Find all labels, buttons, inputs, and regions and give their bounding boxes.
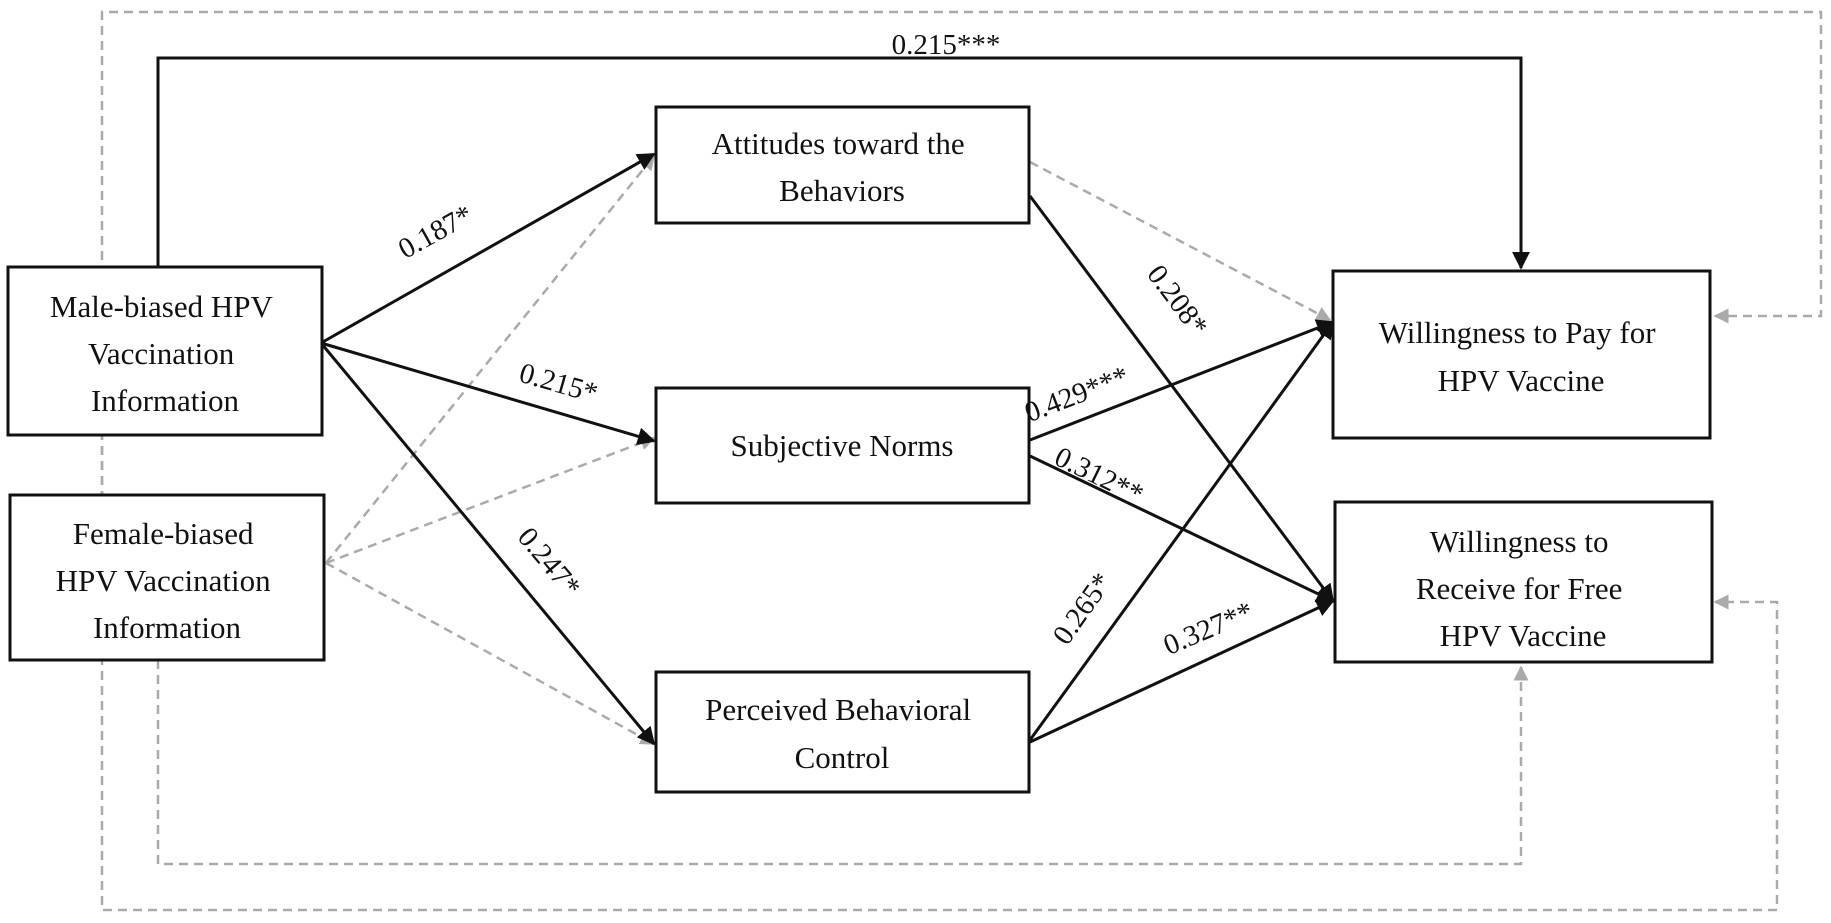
path-male-to-pbc [319, 342, 656, 746]
node-male-biased-information: Male-biased HPV Vaccination Information [6, 265, 324, 437]
svg-text:Female-biased HPV Vaccin: Female-biased HPV Vaccination Informatio… [56, 516, 279, 645]
coef-male-to-wtp: 0.215*** [892, 29, 1001, 61]
svg-text:Willingness to Receive f: Willingness to Receive for Free HPV Vacc… [1416, 524, 1630, 653]
svg-text:Male-biased HPV Vaccinat: Male-biased HPV Vaccination Information [50, 289, 280, 418]
node-label-line: Perceived Behavioral [705, 692, 971, 727]
path-female-to-attitudes [325, 154, 655, 564]
coef-norms-to-wtp: 0.429*** [1020, 360, 1133, 429]
svg-text:Perceived Behavioral Con: Perceived Behavioral Control [705, 692, 979, 775]
svg-text:Willingness to Pay for H: Willingness to Pay for HPV Vaccine [1379, 315, 1664, 398]
node-label-line: Female-biased [73, 516, 254, 551]
path-attitudes-to-wtp [1029, 160, 1332, 322]
path-female-to-pbc [325, 561, 656, 746]
node-label-line: Willingness to [1430, 524, 1609, 559]
coef-male-to-attitudes: 0.187* [393, 199, 478, 266]
path-norms-to-wtp [1029, 319, 1335, 442]
svg-text:Attitudes toward the Beh: Attitudes toward the Behaviors [712, 126, 973, 208]
node-label-line: Male-biased HPV [50, 289, 274, 324]
svg-text:Subjective Norms: Subjective Norms [731, 428, 954, 463]
node-label-line: Information [93, 610, 242, 645]
path-attitudes-to-wtr [1028, 195, 1335, 603]
node-subjective-norms: Subjective Norms [654, 386, 1031, 505]
node-female-biased-information: Female-biased HPV Vaccination Informatio… [8, 493, 326, 662]
node-label-line: HPV Vaccine [1438, 363, 1605, 398]
coef-pbc-to-wtr: 0.327** [1159, 596, 1258, 662]
path-male-to-attitudes [320, 152, 656, 345]
node-attitudes: Attitudes toward the Behaviors [654, 105, 1031, 225]
path-female-to-wtp [100, 10, 1823, 650]
path-pbc-to-wtp [1028, 320, 1335, 741]
node-label-line: Information [91, 383, 240, 418]
node-label-line: Behaviors [779, 173, 905, 208]
node-label-line: HPV Vaccine [1440, 618, 1607, 653]
coef-male-to-norms: 0.215* [516, 357, 601, 410]
node-label-line: Attitudes toward the [712, 126, 965, 161]
node-label-line: Control [795, 740, 890, 775]
coef-pbc-to-wtp: 0.265* [1047, 567, 1119, 651]
node-label-line: Subjective Norms [731, 428, 954, 463]
node-willingness-to-receive-free: Willingness to Receive for Free HPV Vacc… [1333, 500, 1714, 664]
path-male-to-wtp [156, 56, 1530, 270]
node-perceived-behavioral-control: Perceived Behavioral Control [654, 670, 1031, 794]
coef-norms-to-wtr: 0.312** [1050, 441, 1149, 511]
node-label-line: HPV Vaccination [56, 563, 271, 598]
node-label-line: Receive for Free [1416, 571, 1623, 606]
path-female-to-norms [325, 435, 656, 565]
coef-attitudes-to-wtr: 0.208* [1140, 259, 1214, 342]
coef-male-to-pbc: 0.247* [511, 521, 587, 603]
path-female-to-wtr [156, 660, 1529, 866]
node-label-line: Willingness to Pay for [1379, 315, 1657, 350]
path-male-to-norms [320, 341, 656, 446]
path-pbc-to-wtr [1029, 599, 1335, 744]
node-willingness-to-pay: Willingness to Pay for HPV Vaccine [1331, 269, 1712, 440]
node-label-line: Vaccination [88, 336, 235, 371]
